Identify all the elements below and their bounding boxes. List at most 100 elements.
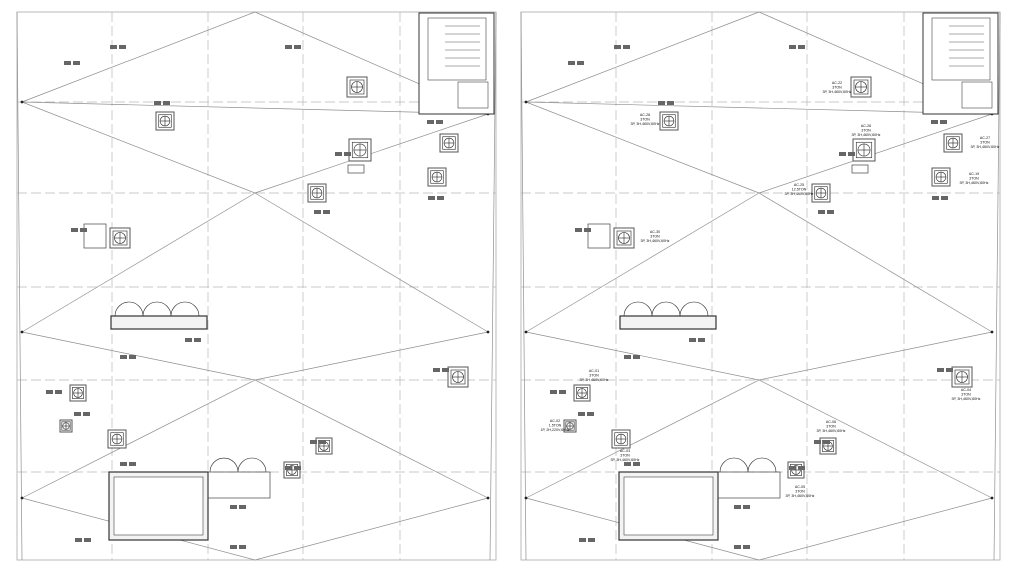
ac-unit (439, 133, 459, 153)
unit-capacity-label: 3TON (650, 234, 660, 238)
diffuser-icon (578, 412, 594, 416)
unit-capacity-label: 3TON (826, 424, 836, 428)
equipment-pad (347, 164, 365, 174)
unit-id-label: AC-05 (795, 485, 805, 489)
diffuser-icon (575, 228, 591, 232)
diffuser-icon (818, 210, 834, 214)
diffuser-icon (120, 355, 136, 359)
diffuser-icon (427, 120, 443, 124)
ac-unit (613, 227, 635, 249)
equipment-pad (587, 223, 611, 249)
room-right-upper (619, 301, 717, 330)
unit-capacity-label: 3TON (795, 489, 805, 493)
diffuser-icon (658, 101, 674, 105)
units-right (550, 45, 973, 549)
unit-power-label: 3P, 3H,460V,60Hz (611, 458, 640, 462)
room-right-lower (618, 457, 781, 541)
diffuser-icon (734, 545, 750, 549)
diffuser-icon (931, 120, 947, 124)
unit-power-label: 1P, 2H,220V,60Hz (541, 428, 570, 432)
diffuser-icon (614, 45, 630, 49)
grid-intersection-dots (524, 100, 994, 500)
diffuser-icon (110, 45, 126, 49)
diffuser-icon (579, 538, 595, 542)
diffuser-icon (335, 152, 351, 156)
unit-capacity-label: 3TON (832, 85, 842, 89)
ac-unit (951, 366, 973, 388)
stair-core (418, 12, 495, 115)
unit-id-label: AC-30 (650, 230, 660, 234)
unit-capacity-label: 3TON (640, 117, 650, 121)
diffuser-icon (74, 412, 90, 416)
diffuser-icon (64, 61, 80, 65)
diffuser-icon (789, 45, 805, 49)
ac-unit (850, 76, 872, 98)
unit-power-label: 3P, 3H,460V,60Hz (952, 397, 981, 401)
diffuser-icon (428, 196, 444, 200)
diffuser-icon (433, 368, 449, 372)
unit-id-label: AC-22 (832, 81, 842, 85)
unit-power-label: 3P, 3H,460V,60Hz (641, 239, 670, 243)
diffuser-icon (689, 338, 705, 342)
unit-power-label: 3P, 3H,460V,60Hz (785, 192, 814, 196)
unit-power-label: 3P, 3H,460V,60Hz (960, 181, 989, 185)
unit-id-label: AC-04 (961, 388, 971, 392)
ac-unit (155, 111, 175, 131)
unit-id-label: AC-01 (589, 369, 599, 373)
diffuser-icon (624, 355, 640, 359)
ac-unit (573, 384, 591, 402)
ac-unit (852, 138, 876, 162)
unit-power-label: 3P, 3H,460V,60Hz (580, 378, 609, 382)
diffuser-icon (46, 390, 62, 394)
unit-capacity-label: 1.5TON (549, 423, 562, 427)
diffuser-icon (230, 545, 246, 549)
unit-capacity-label: 3TON (861, 128, 871, 132)
diffuser-icon (814, 440, 830, 444)
ac-unit (611, 429, 631, 449)
unit-capacity-label: 3TON (980, 140, 990, 144)
diffuser-icon (185, 338, 201, 342)
diffuser-icon (314, 210, 330, 214)
ac-unit (659, 111, 679, 131)
room-left-lower (108, 457, 271, 541)
ac-unit (931, 167, 951, 187)
diffuser-icon (285, 45, 301, 49)
unit-capacity-label: 3TON (961, 392, 971, 396)
diffuser-icon (71, 228, 87, 232)
equipment-pad (851, 164, 869, 174)
room-left-upper (110, 301, 208, 330)
unit-power-label: 3P, 3H,460V,60Hz (817, 429, 846, 433)
unit-id-label: AC-27 (980, 136, 990, 140)
unit-power-label: 3P, 3H,460V,60Hz (786, 494, 815, 498)
ac-unit (811, 183, 831, 203)
unit-id-label: AC-02 (550, 419, 560, 423)
plan-border (16, 11, 497, 561)
ac-unit (427, 167, 447, 187)
stair-core (922, 12, 999, 115)
diffuser-icon (230, 505, 246, 509)
units-left (46, 45, 469, 549)
unit-id-label: AC-26 (861, 124, 871, 128)
unit-capacity-label: 3TON (969, 176, 979, 180)
diffuser-icon (550, 390, 566, 394)
diffuser-icon (932, 196, 948, 200)
ac-unit (69, 384, 87, 402)
grid-intersection-dots (20, 100, 490, 500)
unit-capacity-label: 3TON (620, 453, 630, 457)
ac-unit (59, 419, 73, 433)
unit-power-label: 3P, 3H,460V,60Hz (971, 145, 1000, 149)
ac-unit (307, 183, 327, 203)
